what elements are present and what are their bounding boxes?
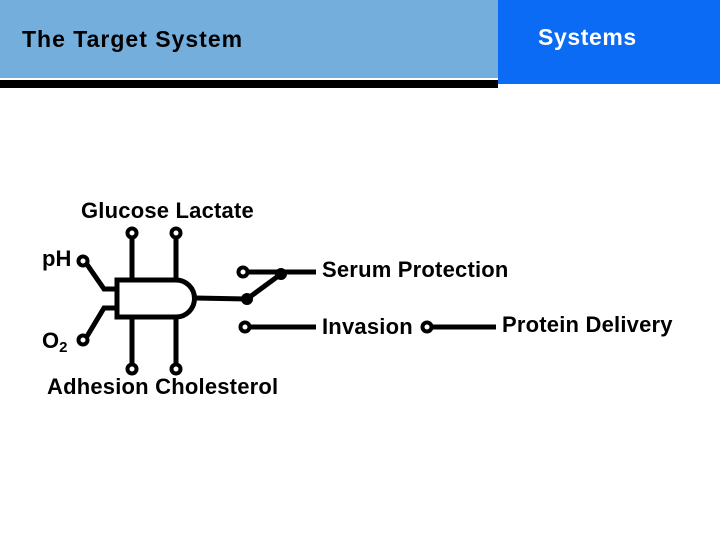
title-divider-rule <box>0 80 498 88</box>
terminal-cholesterol <box>169 362 183 376</box>
switch-common-node <box>241 293 253 305</box>
label-protein-delivery: Protein Delivery <box>502 312 673 337</box>
label-o2-base: O <box>42 328 60 353</box>
label-glucose-lactate: Glucose Lactate <box>81 198 254 223</box>
label-adhesion-cholesterol: Adhesion Cholesterol <box>47 374 279 399</box>
page-title: The Target System <box>22 26 244 52</box>
title-band <box>0 0 498 78</box>
terminal-serum-protection <box>236 265 250 279</box>
pin-o2-lead <box>83 305 117 340</box>
switch-blade <box>245 271 283 302</box>
label-o2: O2 <box>42 328 68 357</box>
terminal-glucose <box>125 226 139 240</box>
switch-pivot-node <box>275 268 287 280</box>
label-invasion: Invasion <box>322 314 413 339</box>
label-ph: pH <box>42 246 72 271</box>
label-serum-protection: Serum Protection <box>322 257 509 282</box>
label-o2-subscript: 2 <box>59 339 68 357</box>
pin-ph-lead <box>83 261 117 292</box>
terminal-ph <box>76 254 90 268</box>
terminal-protein-delivery <box>420 320 434 334</box>
section-badge <box>498 0 720 84</box>
terminal-invasion <box>238 320 252 334</box>
terminal-o2 <box>76 333 90 347</box>
terminal-lactate <box>169 226 183 240</box>
and-gate-body <box>114 277 197 320</box>
gate-output-lead <box>194 295 248 302</box>
terminal-adhesion <box>125 362 139 376</box>
section-badge-label: Systems <box>538 24 637 50</box>
